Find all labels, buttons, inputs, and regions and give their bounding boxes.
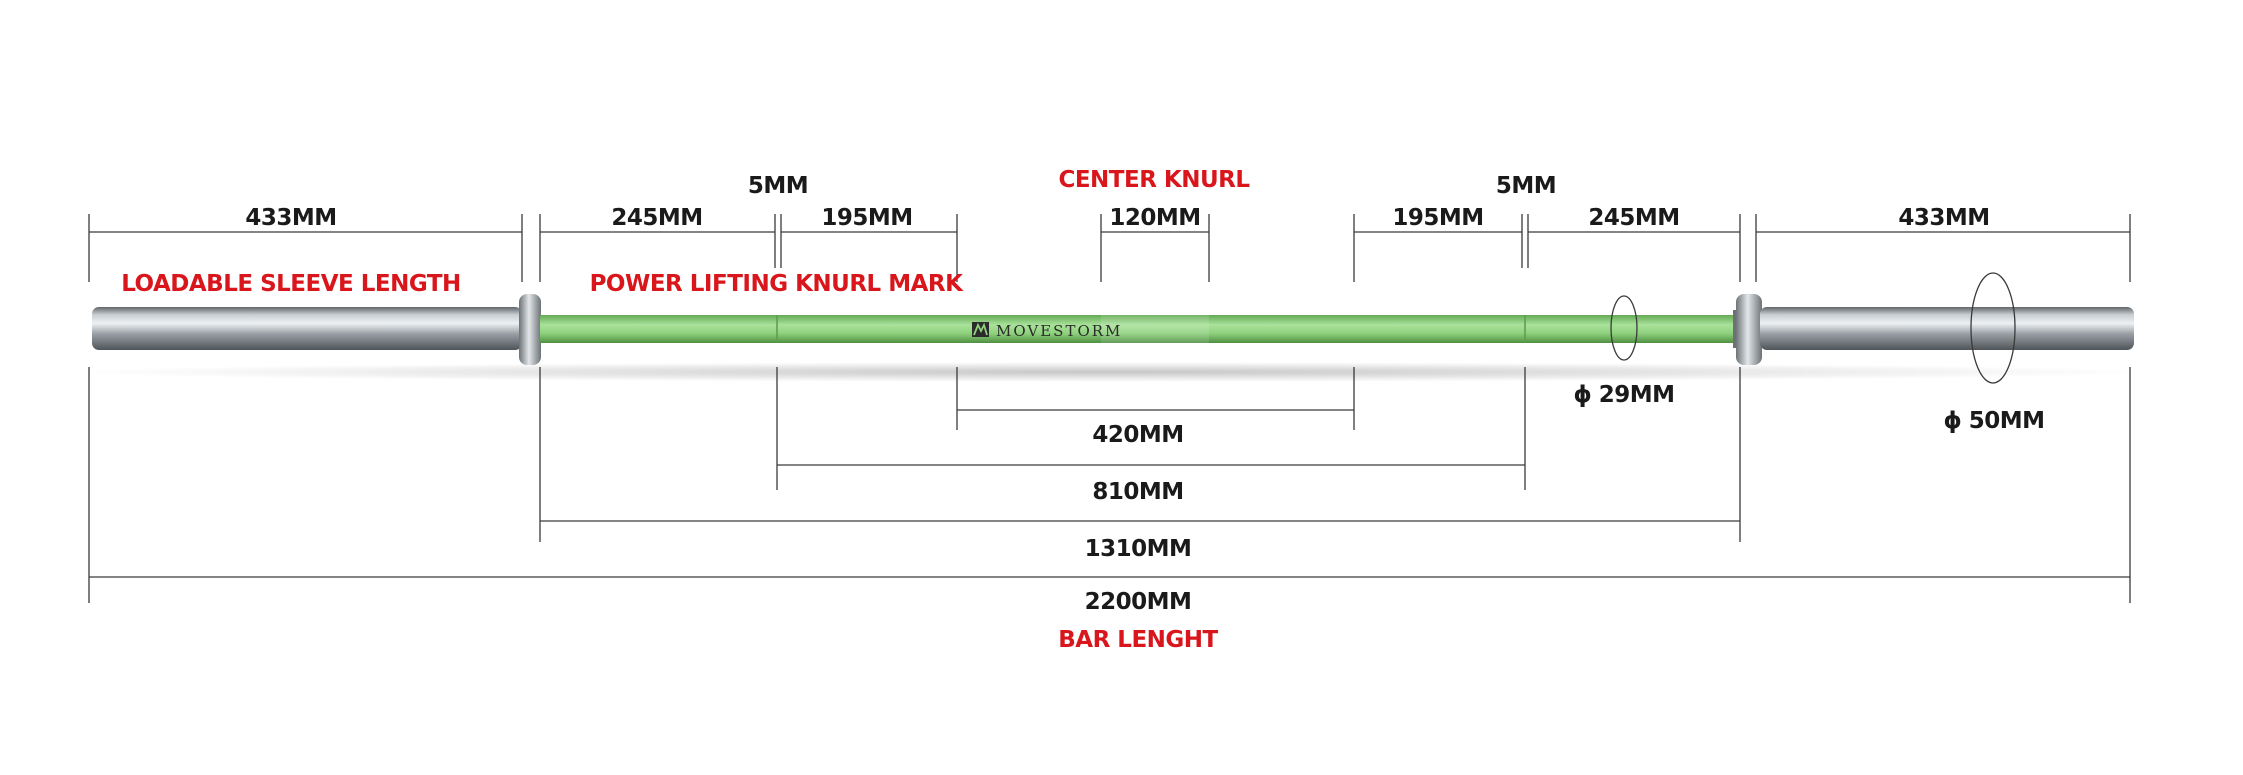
dim-right-sleeve: 433MM <box>1898 205 1989 231</box>
label-power-lifting-knurl-mark: POWER LIFTING KNURL MARK <box>590 271 965 297</box>
dim-right-5: 5MM <box>1496 173 1556 199</box>
dim-left-195: 195MM <box>821 205 912 231</box>
shaft-diameter-ellipse <box>1610 295 1638 361</box>
sleeve-diameter-ellipse <box>1970 272 2016 384</box>
top-dimension-lines <box>88 214 2131 282</box>
dim-left-5: 5MM <box>748 173 808 199</box>
dim-span-1310: 1310MM <box>1085 536 1192 562</box>
dim-span-810: 810MM <box>1092 479 1183 505</box>
movestorm-logo-icon <box>972 322 989 337</box>
dim-left-245: 245MM <box>611 205 702 231</box>
dim-span-420: 420MM <box>1092 422 1183 448</box>
right-collar <box>1736 294 1762 365</box>
dim-right-195: 195MM <box>1392 205 1483 231</box>
center-knurl-zone <box>1101 315 1209 343</box>
dim-center-knurl: 120MM <box>1109 205 1200 231</box>
label-loadable-sleeve-length: LOADABLE SLEEVE LENGTH <box>121 271 461 297</box>
left-sleeve <box>92 307 522 350</box>
right-sleeve <box>1760 307 2134 350</box>
dim-sleeve-diameter: ϕ 50MM <box>1943 408 2044 434</box>
label-center-knurl: CENTER KNURL <box>1058 167 1250 193</box>
dim-total: 2200MM <box>1085 589 1192 615</box>
dim-right-245: 245MM <box>1588 205 1679 231</box>
dim-left-sleeve: 433MM <box>245 205 336 231</box>
bottom-dimension-lines <box>88 367 2131 603</box>
brand-name: MOVESTORM <box>996 322 1122 340</box>
dim-shaft-diameter: ϕ 29MM <box>1573 382 1674 408</box>
bar-shadow <box>70 362 2150 382</box>
shaft <box>540 315 1736 343</box>
left-collar <box>519 294 541 365</box>
barbell: MOVESTORM <box>92 272 2134 384</box>
label-bar-length: BAR LENGHT <box>1058 627 1218 653</box>
